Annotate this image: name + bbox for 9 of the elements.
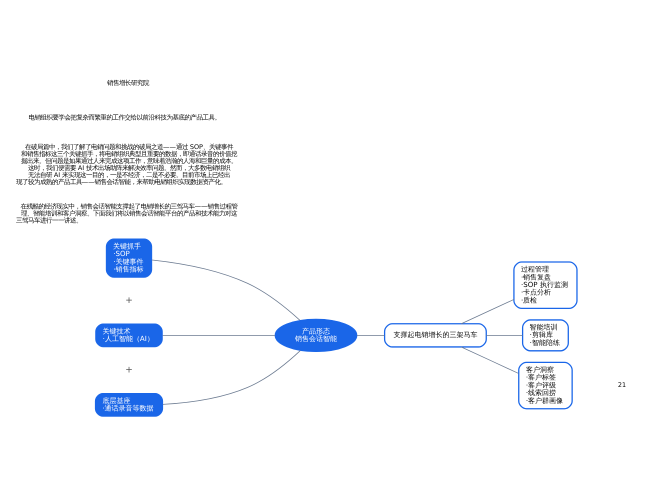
connector bbox=[460, 298, 514, 324]
connector bbox=[356, 334, 385, 336]
connector bbox=[486, 334, 523, 336]
connector bbox=[162, 350, 301, 404]
connector bbox=[162, 334, 276, 336]
connector bbox=[152, 259, 300, 320]
connector bbox=[460, 346, 519, 374]
label: + bbox=[125, 364, 133, 375]
label: + bbox=[125, 296, 133, 306]
